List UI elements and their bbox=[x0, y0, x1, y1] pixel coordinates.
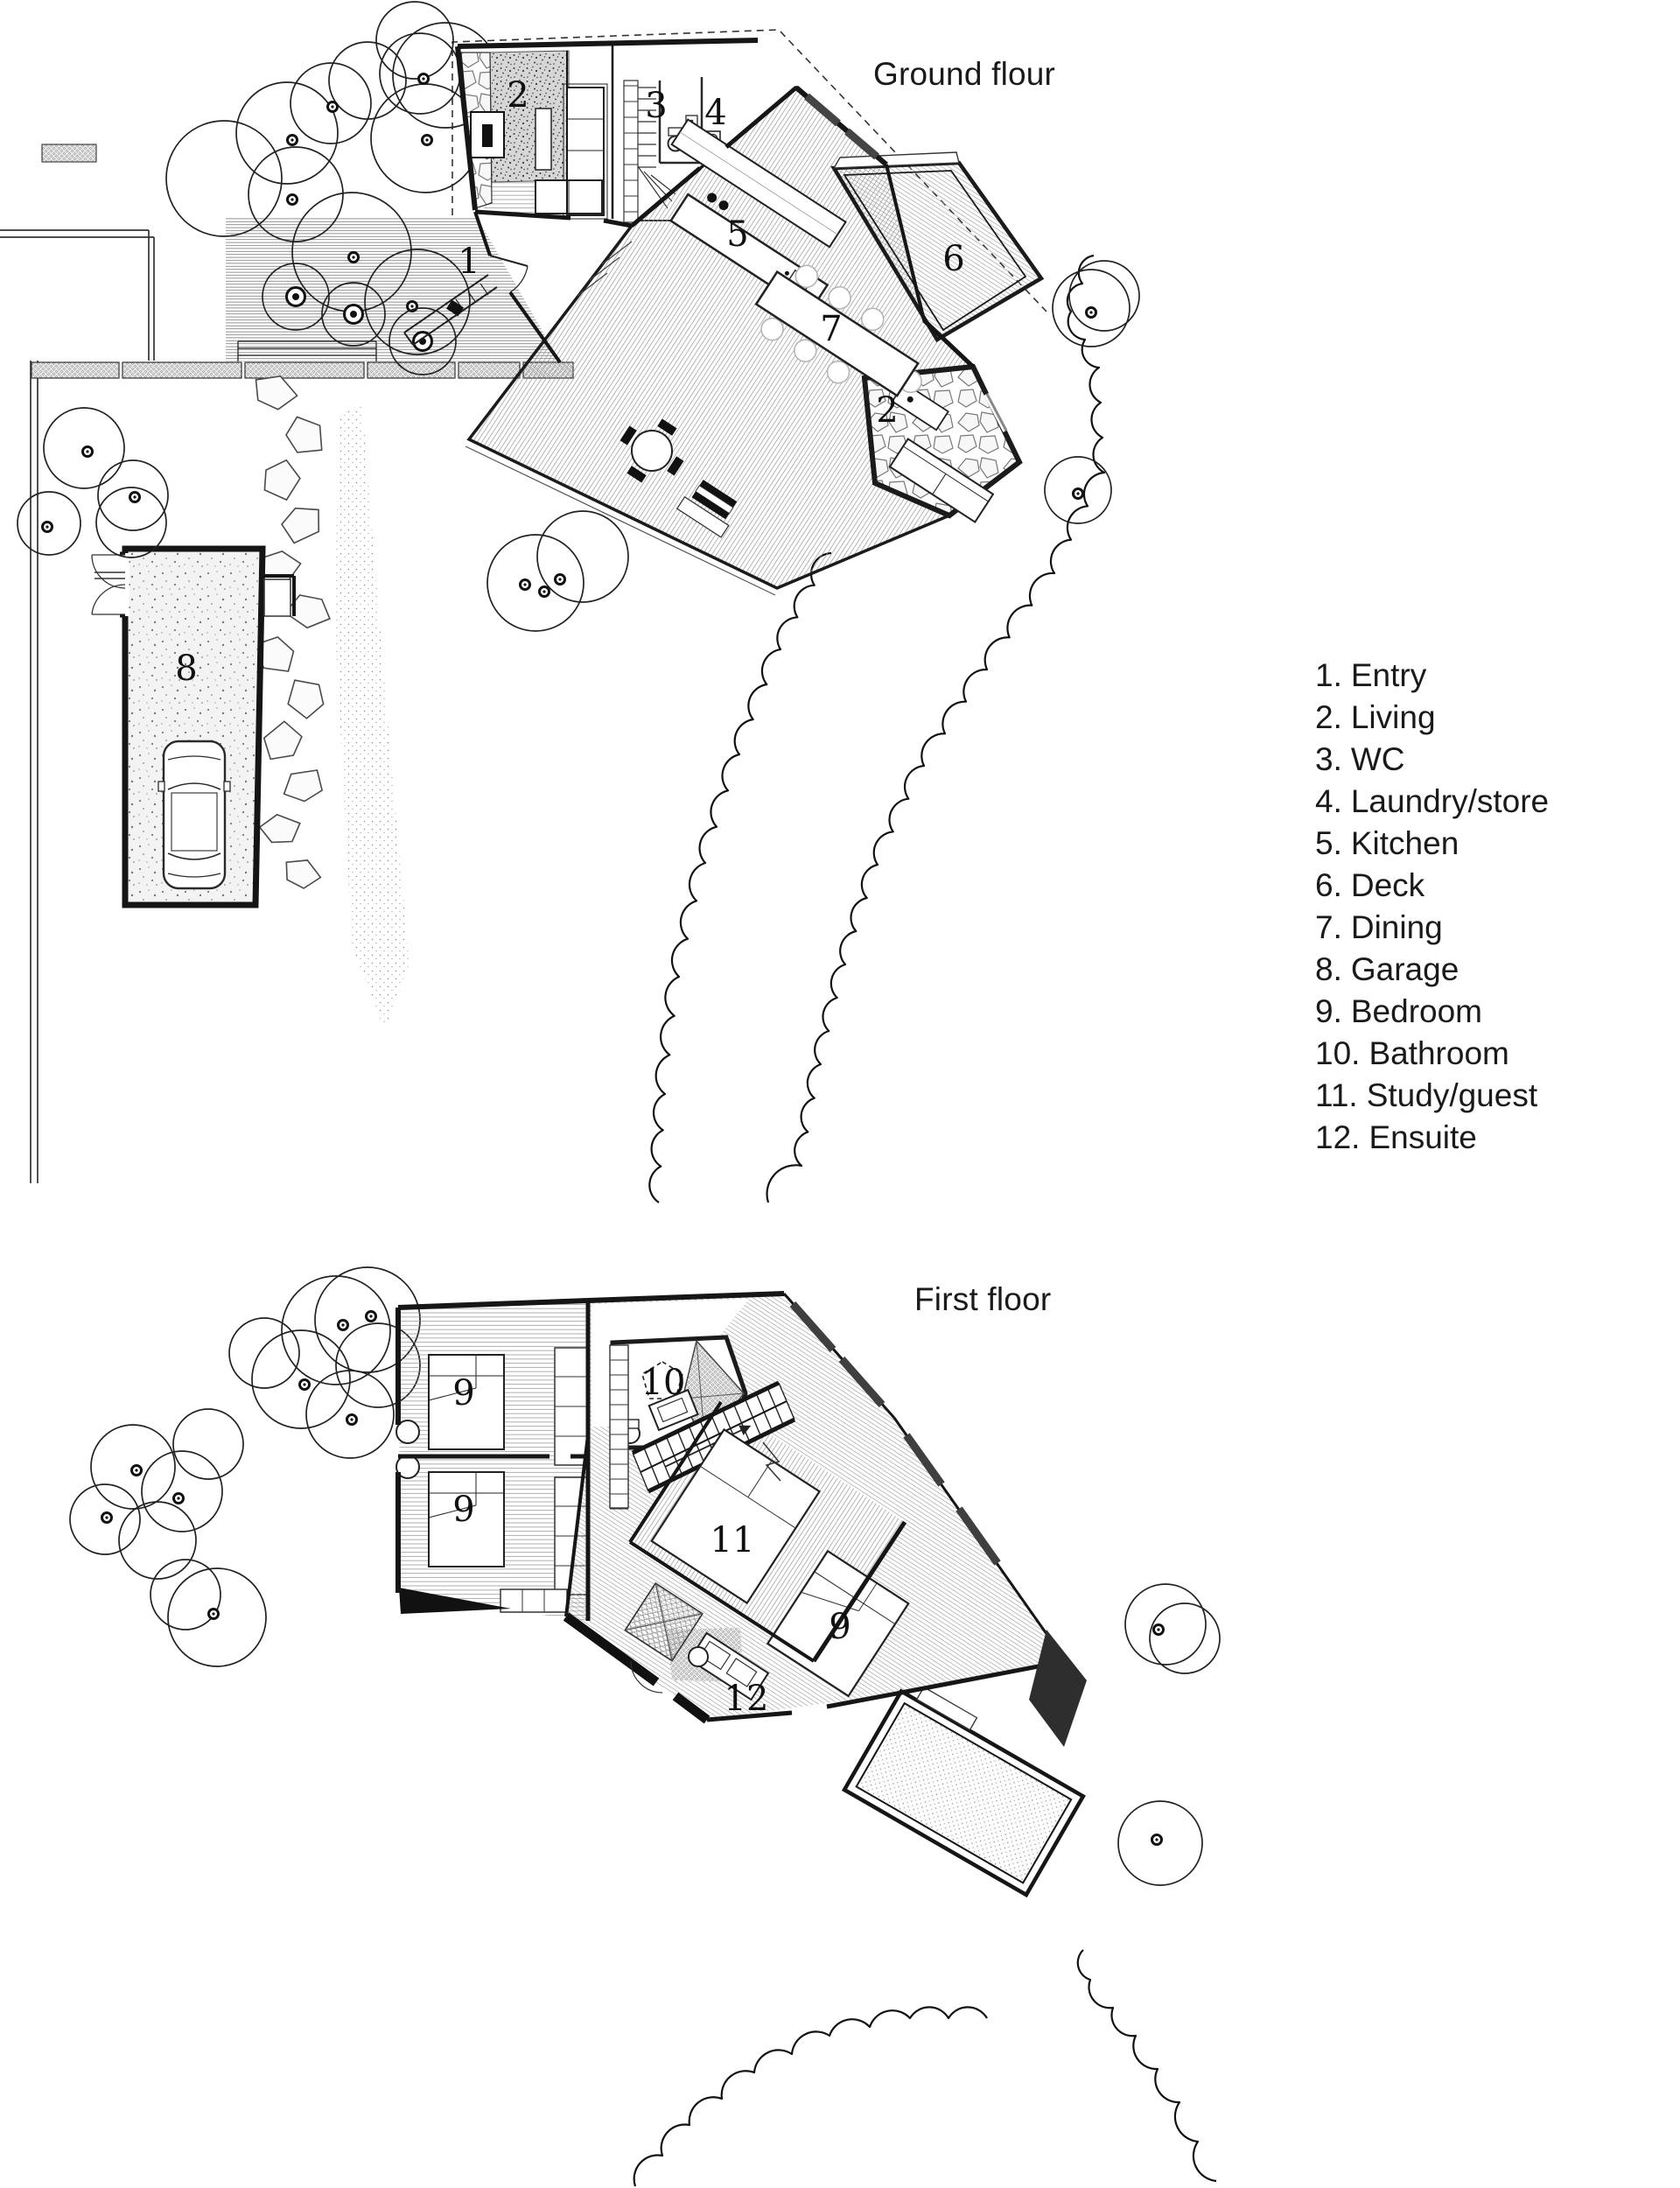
balustrade-wedge bbox=[1029, 1630, 1087, 1747]
contour-cloud-line bbox=[633, 2006, 988, 2187]
study-bed bbox=[650, 1427, 822, 1605]
first-floor-plan: 9 9 10 11 9 12 bbox=[69, 1266, 1221, 2187]
room-label-living-upper: 2 bbox=[507, 75, 528, 116]
legend-item: 7.Dining bbox=[1315, 909, 1443, 945]
room-label-garage: 8 bbox=[175, 649, 197, 689]
stepping-stones bbox=[254, 375, 331, 889]
legend-item: 6.Deck bbox=[1315, 867, 1425, 903]
ground-floor-plan: 1 2 3 4 5 6 7 2 8 bbox=[0, 1, 1140, 1203]
legend-item: 8.Garage bbox=[1315, 951, 1460, 987]
garage bbox=[91, 545, 296, 908]
beds-left bbox=[428, 1354, 505, 1567]
dining-table bbox=[754, 264, 922, 397]
fireplace bbox=[470, 111, 505, 158]
room-label-entry: 1 bbox=[458, 242, 480, 282]
contour-clouds-first bbox=[633, 1949, 1217, 2187]
room-label-dining: 7 bbox=[820, 309, 842, 349]
legend-item: 4.Laundry/store bbox=[1315, 783, 1550, 819]
legend-item: 3.WC bbox=[1315, 741, 1405, 777]
driveway bbox=[226, 217, 560, 361]
house-first bbox=[396, 1291, 1087, 1898]
terrace-threshold bbox=[676, 480, 738, 538]
legend-item: 12.Ensuite bbox=[1315, 1119, 1477, 1155]
ground-room-labels: 1 2 3 4 5 6 7 2 8 bbox=[175, 75, 964, 689]
contour-cloud-line bbox=[766, 254, 1106, 1203]
room-label-laundry: 4 bbox=[704, 93, 726, 133]
lower-living-room bbox=[861, 363, 1023, 523]
trees bbox=[17, 1, 1140, 632]
balcony-deck bbox=[841, 1686, 1086, 1898]
room-label-bathroom: 10 bbox=[641, 1363, 686, 1403]
legend-item: 11.Study/guest bbox=[1315, 1077, 1538, 1113]
room-label-ensuite: 12 bbox=[724, 1679, 769, 1719]
linen-shelves bbox=[609, 1344, 629, 1510]
gravel-path bbox=[334, 406, 410, 1031]
legend-item: 5.Kitchen bbox=[1315, 825, 1460, 861]
contour-cloud-line bbox=[1076, 1949, 1217, 2183]
legend-item: 9.Bedroom bbox=[1315, 993, 1482, 1029]
first-floor-title: First floor bbox=[914, 1281, 1052, 1317]
legend-item: 10.Bathroom bbox=[1315, 1035, 1509, 1071]
room-label-living-lower: 2 bbox=[876, 390, 898, 431]
entry-walkway bbox=[403, 274, 498, 346]
entry-door bbox=[489, 255, 528, 293]
room-label-bedroom-3: 9 bbox=[829, 1607, 850, 1647]
site-ground bbox=[0, 1, 1140, 1203]
kitchen-bench bbox=[670, 118, 847, 249]
terrace-edge-line bbox=[465, 445, 776, 596]
room-label-deck: 6 bbox=[942, 239, 964, 279]
roof-overhang-dashed bbox=[452, 29, 1047, 312]
wall-wedge bbox=[399, 1588, 511, 1614]
round-table bbox=[620, 418, 684, 483]
ensuite bbox=[624, 1581, 770, 1701]
closet-zigzag bbox=[762, 1441, 781, 1482]
room-label-kitchen: 5 bbox=[726, 214, 748, 255]
room-label-bedroom-1: 9 bbox=[452, 1373, 474, 1413]
car bbox=[158, 740, 231, 890]
sofa bbox=[535, 83, 608, 220]
room-label-wc: 3 bbox=[645, 86, 667, 126]
legend: 1.Entry 2.Living 3.WC 4.Laundry/store 5.… bbox=[1315, 655, 1549, 1159]
legend-item: 2.Living bbox=[1315, 699, 1436, 735]
first-room-labels: 9 9 10 11 9 12 bbox=[452, 1363, 850, 1719]
skylight-dashed bbox=[641, 1361, 683, 1399]
deck bbox=[830, 151, 1045, 343]
kerb-segment bbox=[41, 144, 97, 163]
wall-light bbox=[396, 1420, 420, 1444]
contour-cloud-line bbox=[648, 551, 832, 1203]
ground-walls bbox=[455, 38, 975, 368]
room-label-study: 11 bbox=[710, 1520, 755, 1560]
kerb-band bbox=[31, 361, 574, 379]
room-label-bedroom-2: 9 bbox=[452, 1490, 474, 1530]
ground-floor-title: Ground flour bbox=[873, 56, 1056, 92]
driveway-steps bbox=[237, 340, 377, 361]
legend-item: 1.Entry bbox=[1315, 657, 1427, 693]
walkway-mark bbox=[446, 299, 464, 317]
house-ground bbox=[403, 38, 1045, 596]
terrace-steps bbox=[577, 241, 633, 297]
contour-clouds bbox=[648, 254, 1106, 1203]
